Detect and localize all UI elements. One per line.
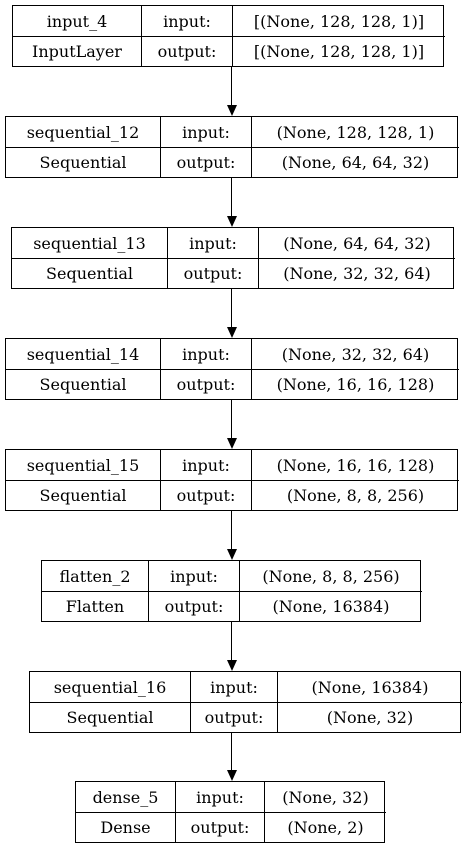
input-label: input: [148, 561, 239, 591]
output-shape: (None, 64, 64, 32) [251, 148, 459, 177]
input-shape: (None, 8, 8, 256) [239, 561, 422, 591]
output-shape: (None, 16, 16, 128) [251, 370, 459, 399]
input-label: input: [160, 339, 251, 369]
connector-arrow-line [231, 178, 232, 217]
input-shape: (None, 32) [264, 782, 386, 812]
input-shape: (None, 16, 16, 128) [251, 450, 459, 480]
output-label: output: [148, 592, 239, 621]
connector-arrow-head-icon [226, 105, 237, 116]
input-label: input: [160, 117, 251, 147]
layer-name: dense_5 [92, 787, 159, 807]
input-label: input: [141, 6, 232, 36]
layer-name: input_4 [46, 11, 108, 31]
input-label: input: [175, 782, 264, 812]
connector-arrow-line [231, 67, 232, 106]
node-row-input: sequential_12 input:(None, 128, 128, 1) [6, 117, 459, 147]
connector-arrow-head-icon [226, 660, 237, 671]
connector-arrow-line [231, 289, 232, 328]
input-shape: (None, 128, 128, 1) [251, 117, 459, 147]
node-row-output: Sequential output:(None, 32) [30, 702, 462, 732]
connector-arrow-head-icon [226, 438, 237, 449]
node-row-output: Sequential output:(None, 16, 16, 128) [6, 369, 459, 399]
output-shape: [(None, 128, 128, 1)] [232, 37, 445, 66]
node-row-output: Sequential output:(None, 32, 32, 64) [12, 258, 455, 288]
input-label: input: [160, 450, 251, 480]
connector-arrow-line [231, 400, 232, 439]
layer-type: Dense [100, 818, 151, 837]
connector-arrow-head-icon [226, 327, 237, 338]
layer-name: sequential_13 [33, 233, 146, 253]
node-row-input: flatten_2 input:(None, 8, 8, 256) [42, 561, 422, 591]
layer-type: Sequential [39, 375, 127, 394]
layer-type: Sequential [39, 486, 127, 505]
node-row-input: dense_5 input:(None, 32) [76, 782, 386, 812]
layer-node-flatten_2: flatten_2 input:(None, 8, 8, 256) Flatten o… [41, 560, 422, 622]
output-label: output: [175, 813, 264, 842]
layer-name: sequential_15 [26, 455, 140, 475]
connector-arrow-head-icon [226, 770, 237, 781]
input-shape: (None, 16384) [277, 672, 462, 702]
output-label: output: [160, 148, 251, 177]
output-shape: (None, 8, 8, 256) [251, 481, 459, 510]
input-label: input: [190, 672, 277, 702]
connector-arrow-line [231, 511, 232, 550]
layer-name: sequential_12 [26, 122, 140, 142]
layer-name: sequential_16 [53, 677, 167, 697]
layer-name: sequential_14 [26, 344, 140, 364]
connector-arrow-head-icon [226, 216, 237, 227]
output-shape: (None, 32) [277, 703, 462, 732]
connector-arrow-line [231, 733, 232, 771]
layer-name: flatten_2 [59, 566, 131, 586]
input-shape: [(None, 128, 128, 1)] [232, 6, 445, 36]
input-label: input: [167, 228, 258, 258]
node-row-input: input_4 input:[(None, 128, 128, 1)] [13, 6, 445, 36]
connector-arrow-line [231, 622, 232, 661]
node-row-input: sequential_15 input:(None, 16, 16, 128) [6, 450, 459, 480]
node-row-output: Sequential output:(None, 8, 8, 256) [6, 480, 459, 510]
layer-type: InputLayer [32, 42, 122, 61]
output-label: output: [167, 259, 258, 288]
layer-type: Flatten [65, 597, 125, 616]
node-row-input: sequential_14 input:(None, 32, 32, 64) [6, 339, 459, 369]
output-shape: (None, 2) [264, 813, 386, 842]
output-shape: (None, 32, 32, 64) [258, 259, 455, 288]
node-row-output: Flatten output:(None, 16384) [42, 591, 422, 621]
node-row-output: Sequential output:(None, 64, 64, 32) [6, 147, 459, 177]
layer-type: Sequential [39, 153, 127, 172]
node-row-input: sequential_16 input:(None, 16384) [30, 672, 462, 702]
output-shape: (None, 16384) [239, 592, 422, 621]
connector-arrow-head-icon [226, 549, 237, 560]
layer-type: Sequential [66, 708, 154, 727]
node-row-input: sequential_13 input:(None, 64, 64, 32) [12, 228, 455, 258]
output-label: output: [160, 481, 251, 510]
input-shape: (None, 64, 64, 32) [258, 228, 455, 258]
node-row-output: Dense output:(None, 2) [76, 812, 386, 842]
output-label: output: [190, 703, 277, 732]
layer-type: Sequential [46, 264, 133, 283]
node-row-output: InputLayer output:[(None, 128, 128, 1)] [13, 36, 445, 66]
layer-node-dense_5: dense_5 input:(None, 32) Dense output:(None… [75, 781, 386, 843]
output-label: output: [160, 370, 251, 399]
input-shape: (None, 32, 32, 64) [251, 339, 459, 369]
output-label: output: [141, 37, 232, 66]
